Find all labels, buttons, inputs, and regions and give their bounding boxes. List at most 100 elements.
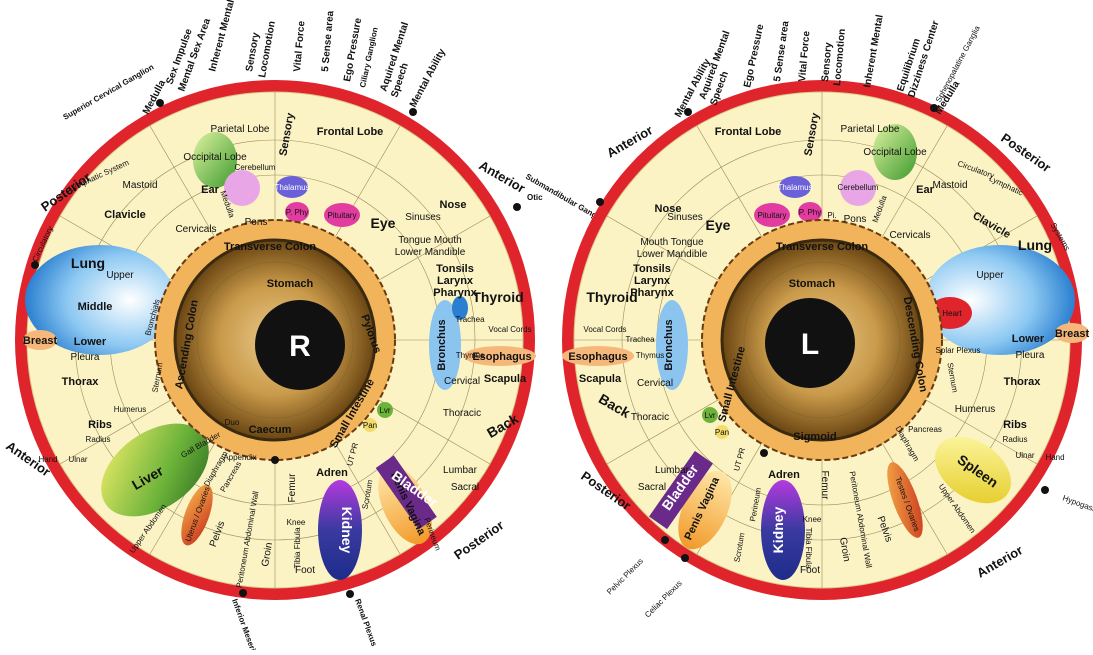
zone-label: Heart: [942, 309, 962, 318]
outer-label: Mental Ability: [408, 47, 448, 110]
zone-label: Sinuses: [405, 212, 441, 223]
zone-label: Thoracic: [443, 408, 481, 419]
zone-label: Lung: [71, 255, 105, 271]
zone-label: Pan: [715, 428, 729, 437]
outer-label: Inferior Meseric Plexus: [230, 598, 269, 650]
zone-label: Cervical: [444, 376, 480, 387]
zone-label: Sacral: [638, 482, 666, 493]
outer-label: Inherent Mental: [207, 0, 237, 73]
outer-label: Inherent Mental: [862, 14, 886, 89]
outer-label: Ego Pressure: [742, 23, 766, 89]
zone-label: Caecum: [249, 424, 292, 436]
zone-label: Parietal Lobe: [211, 124, 270, 135]
zone-label: Radius: [86, 435, 111, 444]
zone-label: Larynx: [634, 275, 671, 287]
zone-label: Thymus: [636, 351, 664, 360]
zone-label: Upper: [976, 270, 1004, 281]
zone-label: Ulnar: [68, 455, 87, 464]
zone-label: Tongue Mouth: [398, 235, 461, 246]
zone-label: Duo: [225, 418, 240, 427]
zone-label: Pleura: [1016, 350, 1045, 361]
zone-label: Kidney: [339, 507, 355, 554]
zone-label: Scapula: [579, 373, 622, 385]
outer-label: Celiac Plexus: [643, 579, 684, 620]
zone-label: Knee: [803, 515, 822, 524]
zone-label: Middle: [78, 301, 113, 313]
zone-label: Sigmoid: [793, 431, 836, 443]
zone-label: Eye: [371, 215, 396, 231]
zone-label: Thyroid: [586, 289, 637, 305]
zone-label: Humerus: [114, 405, 146, 414]
zone-label: Bronchus: [436, 319, 448, 370]
zone-label: Tibia Fibula: [293, 527, 302, 569]
outer-label: 5 Sense area: [320, 10, 336, 72]
outer-label: 5 Sense area: [772, 20, 791, 83]
zone-label: Lvr: [379, 406, 390, 415]
zone-label: Adren: [768, 469, 800, 481]
outer-label: Locomotion: [257, 20, 278, 78]
zone-label: Solar Plexus: [936, 346, 981, 355]
zone-label: Foot: [800, 565, 820, 576]
zone-label: Cervicals: [889, 230, 930, 241]
eye-letter: L: [801, 328, 819, 361]
zone-label: Frontal Lobe: [715, 126, 782, 138]
zone-label: Sacral: [451, 482, 479, 493]
zone-label: Kidney: [770, 506, 786, 553]
zone-label: Ribs: [1003, 419, 1027, 431]
zone-label: Stomach: [267, 278, 314, 290]
zone-label: Pons: [245, 217, 268, 228]
zone-label: Lower: [74, 336, 107, 348]
zone-label: Pancreas: [908, 425, 942, 434]
zone-label: Mouth Tongue: [640, 237, 704, 248]
zone-label: Occipital Lobe: [863, 147, 927, 158]
zone-label: Pons: [844, 214, 867, 225]
zone-label: Lumbar: [443, 465, 478, 476]
outer-label: Otic: [527, 193, 543, 202]
zone-label: Thorax: [1004, 376, 1042, 388]
zone-label: P. Phy: [286, 208, 309, 217]
zone-label: Pan: [363, 421, 377, 430]
zone-label: Pleura: [71, 352, 100, 363]
zone-label: Lower Mandible: [395, 247, 466, 258]
zone-label: Transverse Colon: [776, 241, 869, 253]
zone-label: Pi.: [827, 211, 836, 220]
zone-label: Cervicals: [175, 224, 216, 235]
zone-label: Esophagus: [568, 351, 627, 363]
zone-label: Occipital Lobe: [183, 152, 247, 163]
zone-label: Tonsils: [633, 263, 671, 275]
zone-label: Esophagus: [472, 351, 531, 363]
outer-label: Pelvic Plexus: [605, 556, 645, 596]
zone-label: Femur: [819, 471, 830, 501]
zone-label: Transverse Colon: [224, 241, 317, 253]
zone-label: Pituitary: [758, 211, 787, 220]
zone-label: Hand: [1045, 453, 1064, 462]
zone-label: Upper: [106, 270, 134, 281]
zone-label: Thoracic: [631, 412, 669, 423]
zone-label: Ear: [916, 184, 934, 196]
outer-label: Hypogastric Plexus: [1061, 493, 1093, 525]
right-eye: R Transverse Colon Stomach Pylorus Ascen…: [3, 0, 611, 650]
zone-label: Adren: [316, 467, 348, 479]
outer-label: Vital Force: [292, 20, 307, 72]
zone-label: Trachea: [455, 315, 485, 324]
zone-label: Mastoid: [932, 180, 967, 191]
zone-label: Vocal Cords: [488, 325, 531, 334]
outer-label: Vital Force: [797, 30, 812, 82]
zone-label: Cerebellum: [235, 163, 276, 172]
zone-label: Pharynx: [433, 287, 477, 299]
direction-label: Anterior: [974, 542, 1025, 580]
zone-label: Clavicle: [104, 209, 146, 221]
zone-label: Eye: [706, 217, 731, 233]
zone-label: Pituitary: [328, 211, 357, 220]
zone-label: Stomach: [789, 278, 836, 290]
zone-label: Parietal Lobe: [841, 124, 900, 135]
zone-label: Breast: [1055, 328, 1090, 340]
zone-label: Femur: [287, 473, 298, 503]
zone-label: Cerebellum: [838, 183, 879, 192]
zone-label: Tibia Fibula: [804, 527, 813, 569]
zone-label: Foot: [295, 565, 315, 576]
zone-label: Humerus: [955, 404, 996, 415]
zone-label: Thorax: [62, 376, 100, 388]
